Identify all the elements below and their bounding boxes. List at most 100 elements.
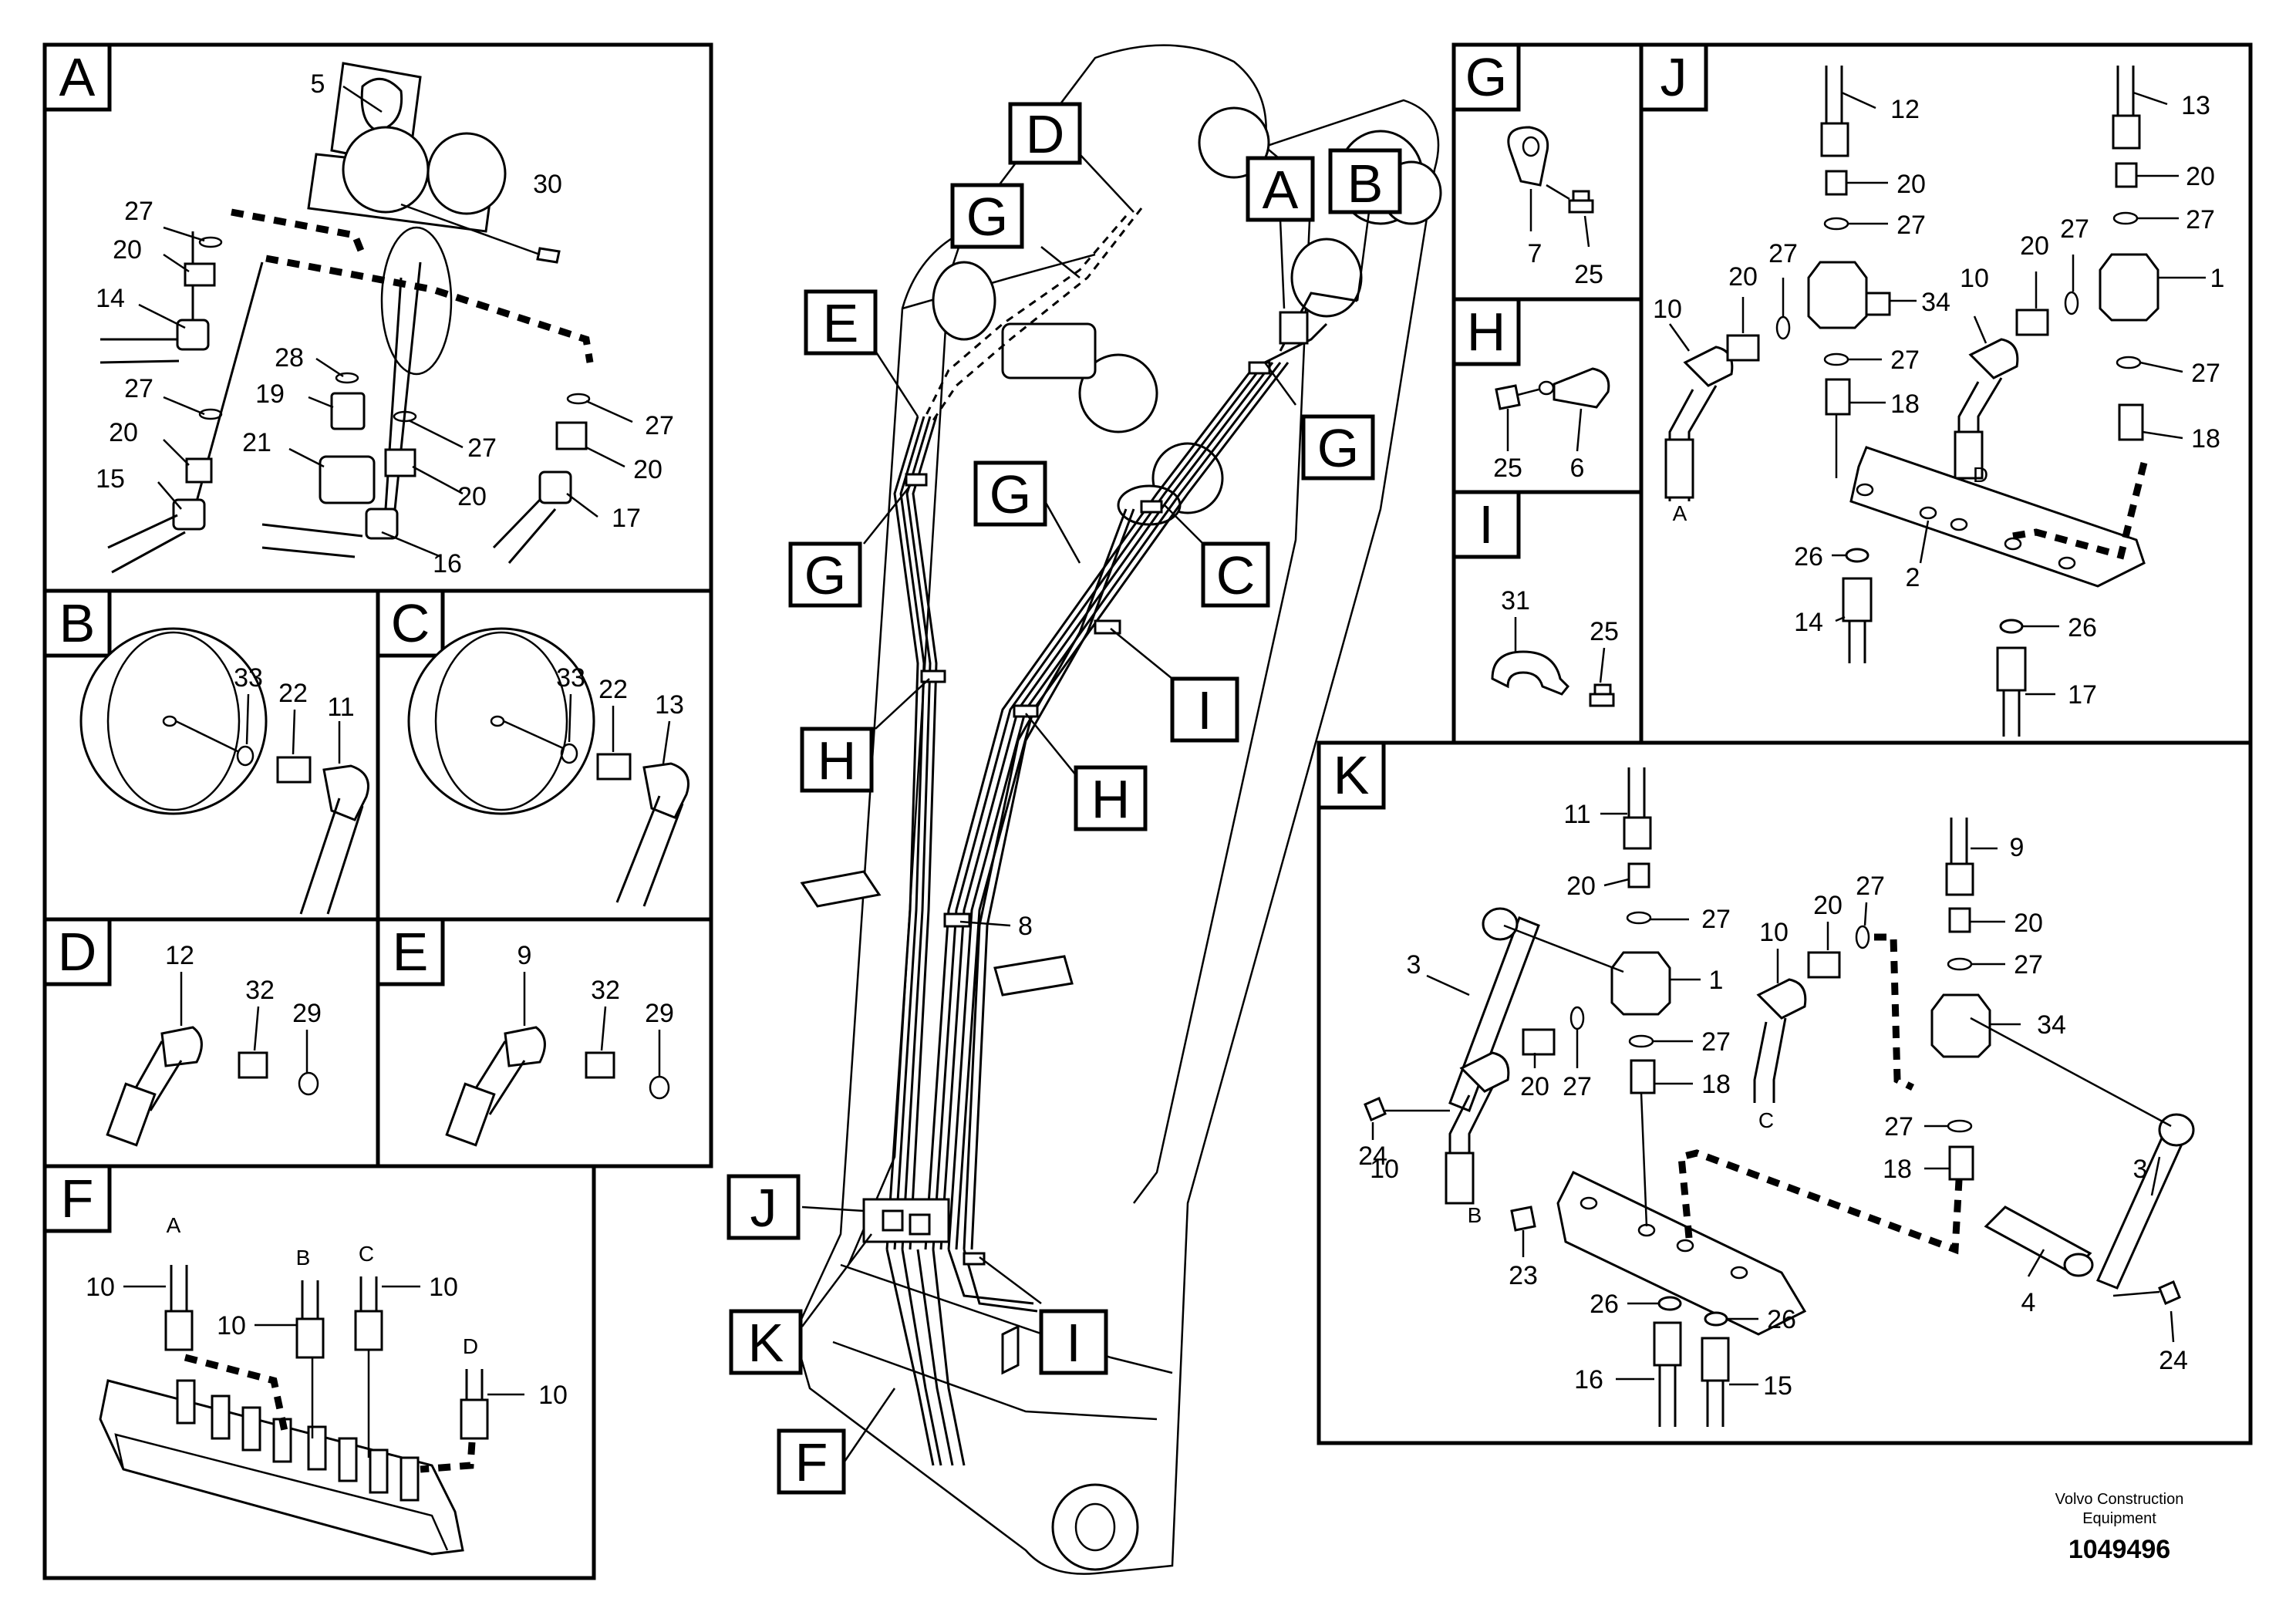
callout-b-22: 22 [278, 679, 308, 708]
callout-a-15: 15 [96, 464, 125, 494]
view-b: B 33 22 11 [42, 588, 380, 922]
callout-a-20c: 20 [457, 482, 487, 511]
main-tag-i1: I [1197, 680, 1212, 740]
main-tag-i2: I [1066, 1313, 1081, 1373]
callout-k-18b: 18 [1883, 1155, 1912, 1184]
callout-j-26b: 26 [2068, 613, 2097, 642]
callout-k-20b: 20 [1813, 891, 1843, 920]
callout-k-23: 23 [1509, 1261, 1538, 1290]
callout-j-27e: 27 [1890, 346, 1920, 375]
callout-d-32: 32 [245, 976, 275, 1005]
callout-k-20: 20 [1566, 872, 1596, 901]
view-c: C 33 22 13 [376, 588, 713, 922]
callout-j-27c: 27 [1768, 239, 1798, 268]
company-name: Volvo Construction [2055, 1491, 2184, 1508]
callout-j-27f: 27 [2191, 359, 2220, 388]
callout-k-27e: 27 [1701, 1027, 1731, 1057]
view-h-tag: H [1467, 302, 1506, 362]
callout-f-10b: 10 [217, 1311, 246, 1340]
callout-j-18: 18 [1890, 389, 1920, 419]
callout-f-10d: 10 [538, 1381, 568, 1410]
callout-k-34: 34 [2037, 1010, 2066, 1040]
main-tag-a: A [1263, 160, 1299, 220]
view-k: K [1317, 740, 2253, 1445]
callout-j-26: 26 [1794, 542, 1823, 572]
callout-f-10a: 10 [86, 1273, 115, 1302]
callout-j-20d: 20 [2020, 231, 2049, 261]
callout-k-b: B [1468, 1203, 1482, 1227]
view-a: A [42, 42, 713, 593]
callout-k-16: 16 [1574, 1365, 1603, 1394]
callout-a-21: 21 [242, 428, 271, 457]
main-tag-g3: G [990, 464, 1031, 524]
main-tag-g1: G [966, 187, 1008, 247]
callout-f-10c: 10 [429, 1273, 458, 1302]
callout-b-33: 33 [234, 663, 263, 693]
callout-j-20: 20 [1896, 170, 1926, 199]
view-e: E 9 32 29 [376, 917, 713, 1168]
callout-main-8: 8 [1018, 912, 1033, 941]
callout-k-24b: 24 [2159, 1346, 2188, 1375]
callout-j-27d: 27 [2060, 214, 2089, 244]
callout-j-27b: 27 [2186, 205, 2215, 234]
view-k-tag: K [1333, 745, 1370, 805]
callout-j-10: 10 [1653, 295, 1682, 324]
callout-k-27: 27 [1701, 905, 1731, 934]
callout-c-13: 13 [655, 690, 684, 720]
main-tag-e: E [823, 293, 859, 353]
callout-c-22: 22 [598, 675, 628, 704]
main-tag-b: B [1347, 153, 1384, 214]
view-a-tag: A [59, 47, 96, 107]
callout-a-27c: 27 [467, 433, 497, 463]
document-number: 1049496 [2068, 1535, 2170, 1564]
callout-a-28: 28 [275, 343, 304, 373]
view-j-tag: J [1660, 47, 1687, 107]
callout-a-19: 19 [255, 379, 285, 409]
callout-j-2: 2 [1906, 563, 1920, 592]
callout-b-11: 11 [327, 693, 354, 722]
callout-a-16: 16 [433, 549, 462, 578]
callout-e-9: 9 [518, 941, 532, 970]
callout-e-29: 29 [645, 999, 674, 1028]
callout-k-1: 1 [1709, 966, 1724, 995]
view-f-tag: F [61, 1168, 94, 1229]
callout-k-10b: 10 [1370, 1155, 1399, 1184]
callout-k-10: 10 [1759, 918, 1789, 947]
view-d: D 12 32 29 [42, 917, 380, 1168]
callout-g-25: 25 [1574, 260, 1603, 289]
callout-k-9: 9 [2010, 833, 2025, 862]
view-i: I 31 25 [1451, 490, 1644, 745]
callout-j-34: 34 [1921, 288, 1950, 317]
callout-a-14: 14 [96, 284, 125, 313]
main-tag-d: D [1026, 104, 1065, 164]
callout-d-12: 12 [165, 941, 194, 970]
callout-c-33: 33 [556, 663, 585, 693]
view-j: J [1639, 42, 2253, 745]
callout-k-15: 15 [1763, 1371, 1792, 1401]
callout-k-18: 18 [1701, 1070, 1731, 1099]
callout-a-20b: 20 [109, 418, 138, 447]
view-g-tag: G [1465, 47, 1507, 107]
company-name-2: Equipment [2082, 1510, 2156, 1527]
callout-a-20d: 20 [633, 455, 663, 484]
callout-k-11: 11 [1563, 800, 1590, 829]
callout-j-27: 27 [1896, 211, 1926, 240]
callout-a-27d: 27 [645, 411, 674, 440]
callout-j-a: A [1673, 501, 1687, 525]
callout-h-6: 6 [1570, 454, 1585, 483]
footer: Volvo Construction Equipment 1049496 [2055, 1491, 2184, 1564]
callout-j-20b: 20 [2186, 162, 2215, 191]
callout-g-7: 7 [1528, 239, 1542, 268]
callout-f-d: D [463, 1334, 478, 1358]
callout-e-32: 32 [591, 976, 620, 1005]
callout-i-31: 31 [1501, 586, 1530, 615]
callout-f-b: B [296, 1246, 311, 1270]
main-tag-g2: G [804, 545, 846, 605]
main-tag-h2: H [1091, 769, 1131, 829]
callout-i-25: 25 [1590, 617, 1619, 646]
callout-j-17: 17 [2068, 680, 2097, 710]
callout-j-18b: 18 [2191, 424, 2220, 454]
main-tag-h1: H [818, 730, 857, 791]
view-e-tag: E [393, 922, 429, 982]
callout-f-a: A [167, 1213, 181, 1237]
